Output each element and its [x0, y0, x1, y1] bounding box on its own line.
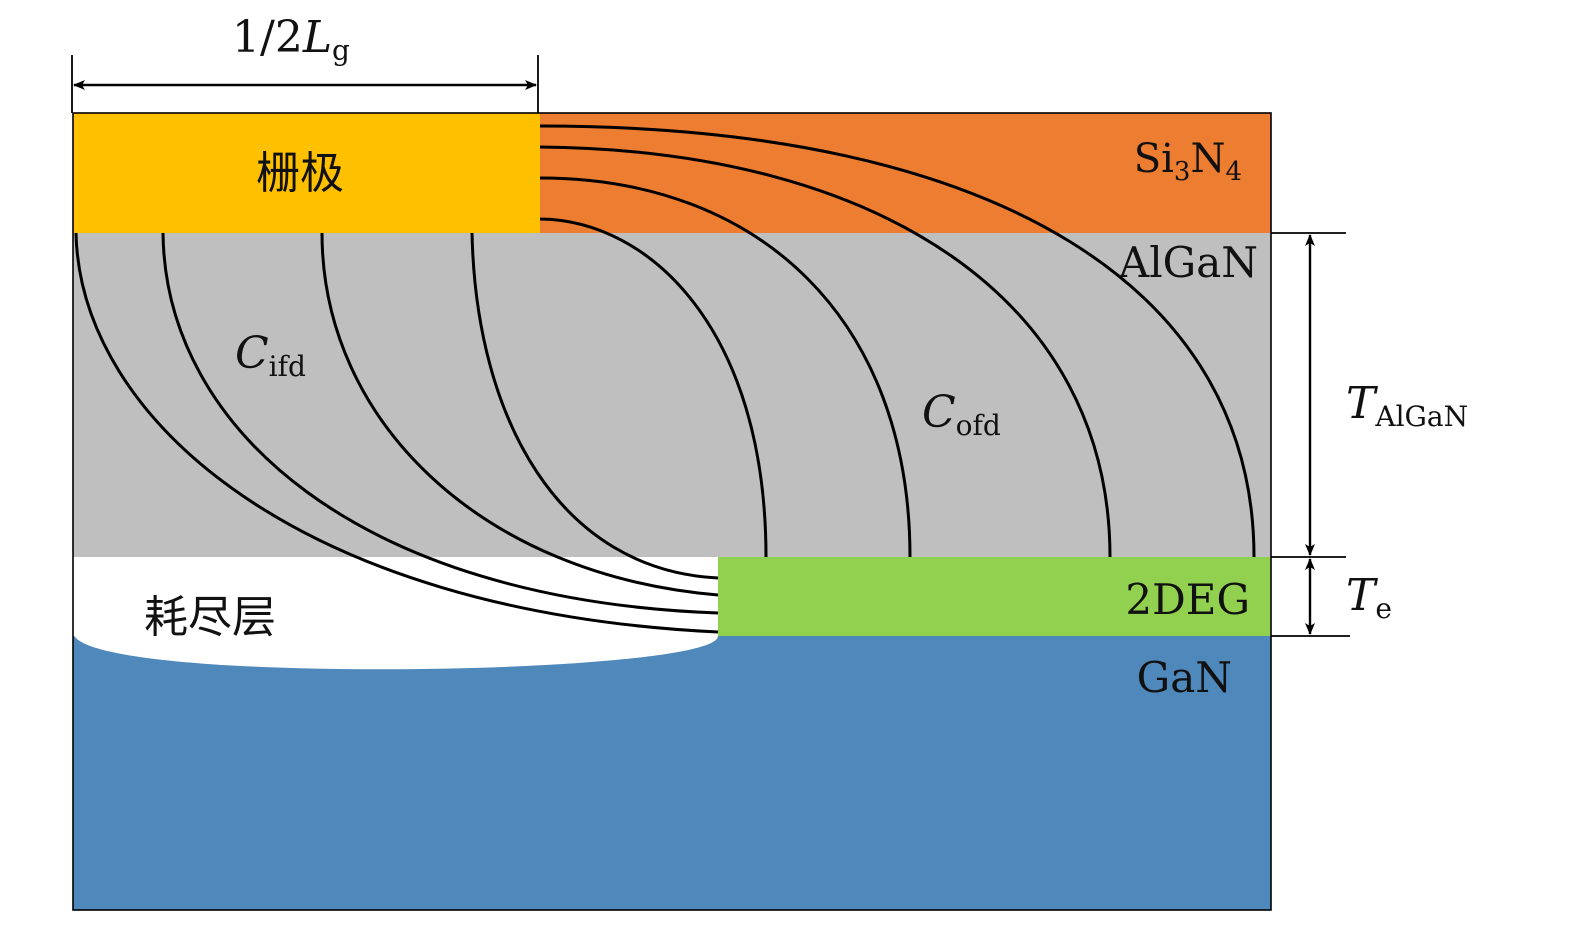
- field-line-outer-2: [539, 176, 912, 558]
- c-ofd-label: Cofd: [922, 387, 1001, 442]
- twodeg-channel: [718, 557, 1271, 636]
- field-line-inner-2: [161, 232, 719, 615]
- algan-label: AlGaN: [1118, 238, 1258, 287]
- field-line-inner-3: [320, 232, 719, 597]
- algan-layer: [73, 233, 1271, 557]
- twodeg-label: 2DEG: [1125, 575, 1250, 624]
- depletion-label: 耗尽层: [144, 592, 276, 643]
- gan-label: GaN: [1137, 653, 1232, 702]
- gate-electrode: [73, 113, 540, 233]
- field-line-inner-1: [74, 232, 719, 634]
- si3n4-layer: [540, 113, 1271, 233]
- depletion-region: [73, 557, 718, 670]
- field-line-outer-3: [539, 145, 1112, 558]
- dim-gate-label: 1/2Lg: [232, 12, 350, 67]
- si3n4-label: Si3N4: [1134, 136, 1242, 187]
- device-outline: [72, 112, 1272, 911]
- field-line-outer-1: [539, 217, 768, 558]
- c-ifd-label: Cifd: [235, 328, 306, 383]
- dim-te-label: Te: [1346, 570, 1392, 625]
- dim-algan-label: TAlGaN: [1346, 378, 1468, 433]
- gate-label: 栅极: [256, 148, 344, 199]
- field-line-inner-4: [470, 232, 719, 580]
- gan-layer: [73, 636, 1271, 910]
- field-line-outer-4: [539, 124, 1256, 558]
